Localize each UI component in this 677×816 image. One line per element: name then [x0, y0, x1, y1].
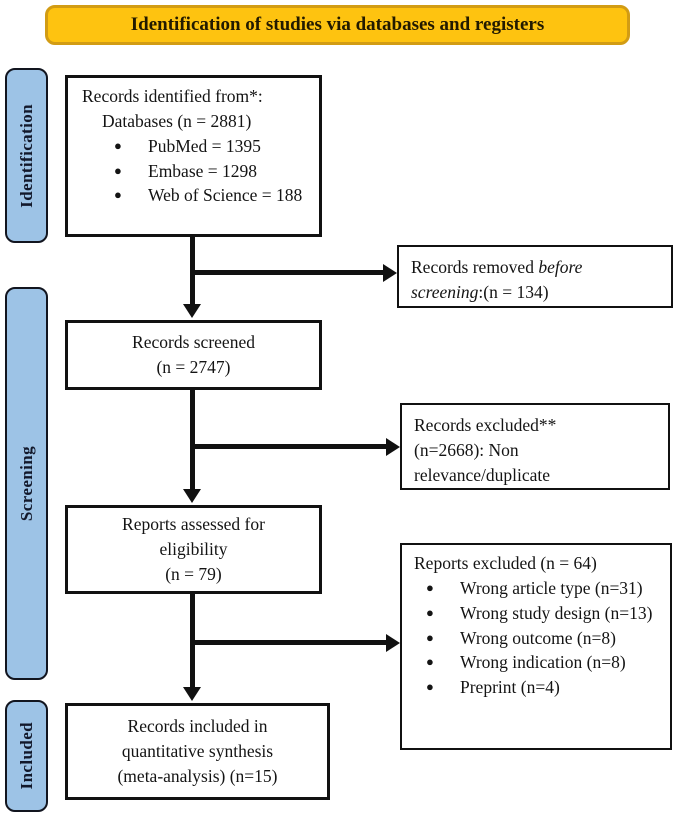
reports-assessed-line1: Reports assessed for [122, 514, 265, 535]
records-included-line2: quantitative synthesis [121, 741, 274, 762]
records-identified-title: Records identified from*: [82, 86, 263, 106]
records-removed-text: Records removed [411, 257, 539, 277]
reports-assessed-count: (n = 79) [165, 563, 222, 584]
records-excluded-line1: Records excluded** [414, 415, 557, 435]
arrowhead-down-icon [183, 304, 201, 318]
database-pubmed: PubMed = 1395 [148, 135, 261, 156]
stage-included-label: Included [16, 722, 36, 790]
arrowhead-down-icon [183, 489, 201, 503]
excluded-wrong-outcome: Wrong outcome (n=8) [460, 627, 616, 648]
reports-assessed-line2: eligibility [159, 539, 228, 560]
records-screened-line1: Records screened [132, 332, 255, 353]
header-title: Identification of studies via databases … [130, 14, 545, 35]
records-removed-italic1: before [538, 257, 583, 277]
bullet-icon: ● [426, 654, 434, 670]
records-removed-count: :(n = 134) [478, 281, 549, 302]
bullet-icon: ● [114, 137, 122, 153]
arrowhead-right-icon [386, 438, 400, 456]
list-item: ● Wrong article type (n=31) [420, 576, 662, 601]
box-records-identified: Records identified from*: Databases (n =… [65, 75, 322, 237]
box-records-screened: Records screened (n = 2747) [65, 320, 322, 390]
arrow-to-records-removed [193, 270, 383, 275]
bullet-icon: ● [426, 629, 434, 645]
list-item: ● Wrong study design (n=13) [420, 601, 662, 626]
box-reports-assessed: Reports assessed for eligibility (n = 79… [65, 505, 322, 594]
bullet-icon: ● [426, 604, 434, 620]
box-records-removed: Records removed before screening:(n = 13… [397, 245, 673, 308]
arrow-screened-to-assessed [190, 390, 195, 490]
excluded-wrong-study-design: Wrong study design (n=13) [460, 602, 653, 623]
arrow-identified-to-screened [190, 237, 195, 307]
header-banner: Identification of studies via databases … [45, 5, 630, 45]
list-item: ● PubMed = 1395 [108, 134, 313, 159]
records-included-count: (meta-analysis) (n=15) [117, 765, 278, 786]
box-records-excluded: Records excluded** (n=2668): Non relevan… [400, 403, 670, 490]
excluded-preprint: Preprint (n=4) [460, 677, 560, 698]
bullet-icon: ● [426, 679, 434, 695]
records-removed-italic2: screening [411, 281, 479, 302]
stage-identification: Identification [5, 68, 48, 243]
list-item: ● Wrong outcome (n=8) [420, 626, 662, 651]
bullet-icon: ● [114, 187, 122, 203]
arrow-assessed-to-included [190, 594, 195, 688]
records-screened-count: (n = 2747) [156, 357, 231, 377]
box-records-included: Records included in quantitative synthes… [65, 703, 330, 800]
records-identified-subtitle: Databases (n = 2881) [102, 110, 252, 131]
stage-screening-label: Screening [16, 445, 36, 522]
database-embase: Embase = 1298 [148, 160, 258, 181]
records-excluded-line2: (n=2668): Non [414, 439, 519, 460]
bullet-icon: ● [426, 579, 434, 595]
excluded-wrong-article-type: Wrong article type (n=31) [460, 577, 643, 598]
list-item: ● Preprint (n=4) [420, 675, 662, 700]
list-item: ● Embase = 1298 [108, 159, 313, 184]
records-removed-line2: screening:(n = 134) [411, 280, 663, 305]
stage-screening: Screening [5, 287, 48, 680]
records-included-line1: Records included in [127, 716, 268, 737]
stage-identification-label: Identification [16, 103, 36, 208]
reports-excluded-title: Reports excluded (n = 64) [414, 553, 597, 573]
arrow-to-records-excluded [193, 444, 386, 449]
list-item: ● Wrong indication (n=8) [420, 650, 662, 675]
records-excluded-line3: relevance/duplicate [414, 464, 551, 485]
excluded-wrong-indication: Wrong indication (n=8) [460, 652, 626, 673]
arrowhead-right-icon [383, 264, 397, 282]
arrowhead-right-icon [386, 634, 400, 652]
box-reports-excluded: Reports excluded (n = 64) ● Wrong articl… [400, 543, 672, 750]
bullet-icon: ● [114, 162, 122, 178]
arrow-to-reports-excluded [193, 640, 386, 645]
database-web-of-science: Web of Science = 188 [148, 185, 303, 206]
arrowhead-down-icon [183, 687, 201, 701]
list-item: ● Web of Science = 188 [108, 183, 313, 208]
records-removed-line1: Records removed before [411, 255, 663, 280]
stage-included: Included [5, 700, 48, 812]
